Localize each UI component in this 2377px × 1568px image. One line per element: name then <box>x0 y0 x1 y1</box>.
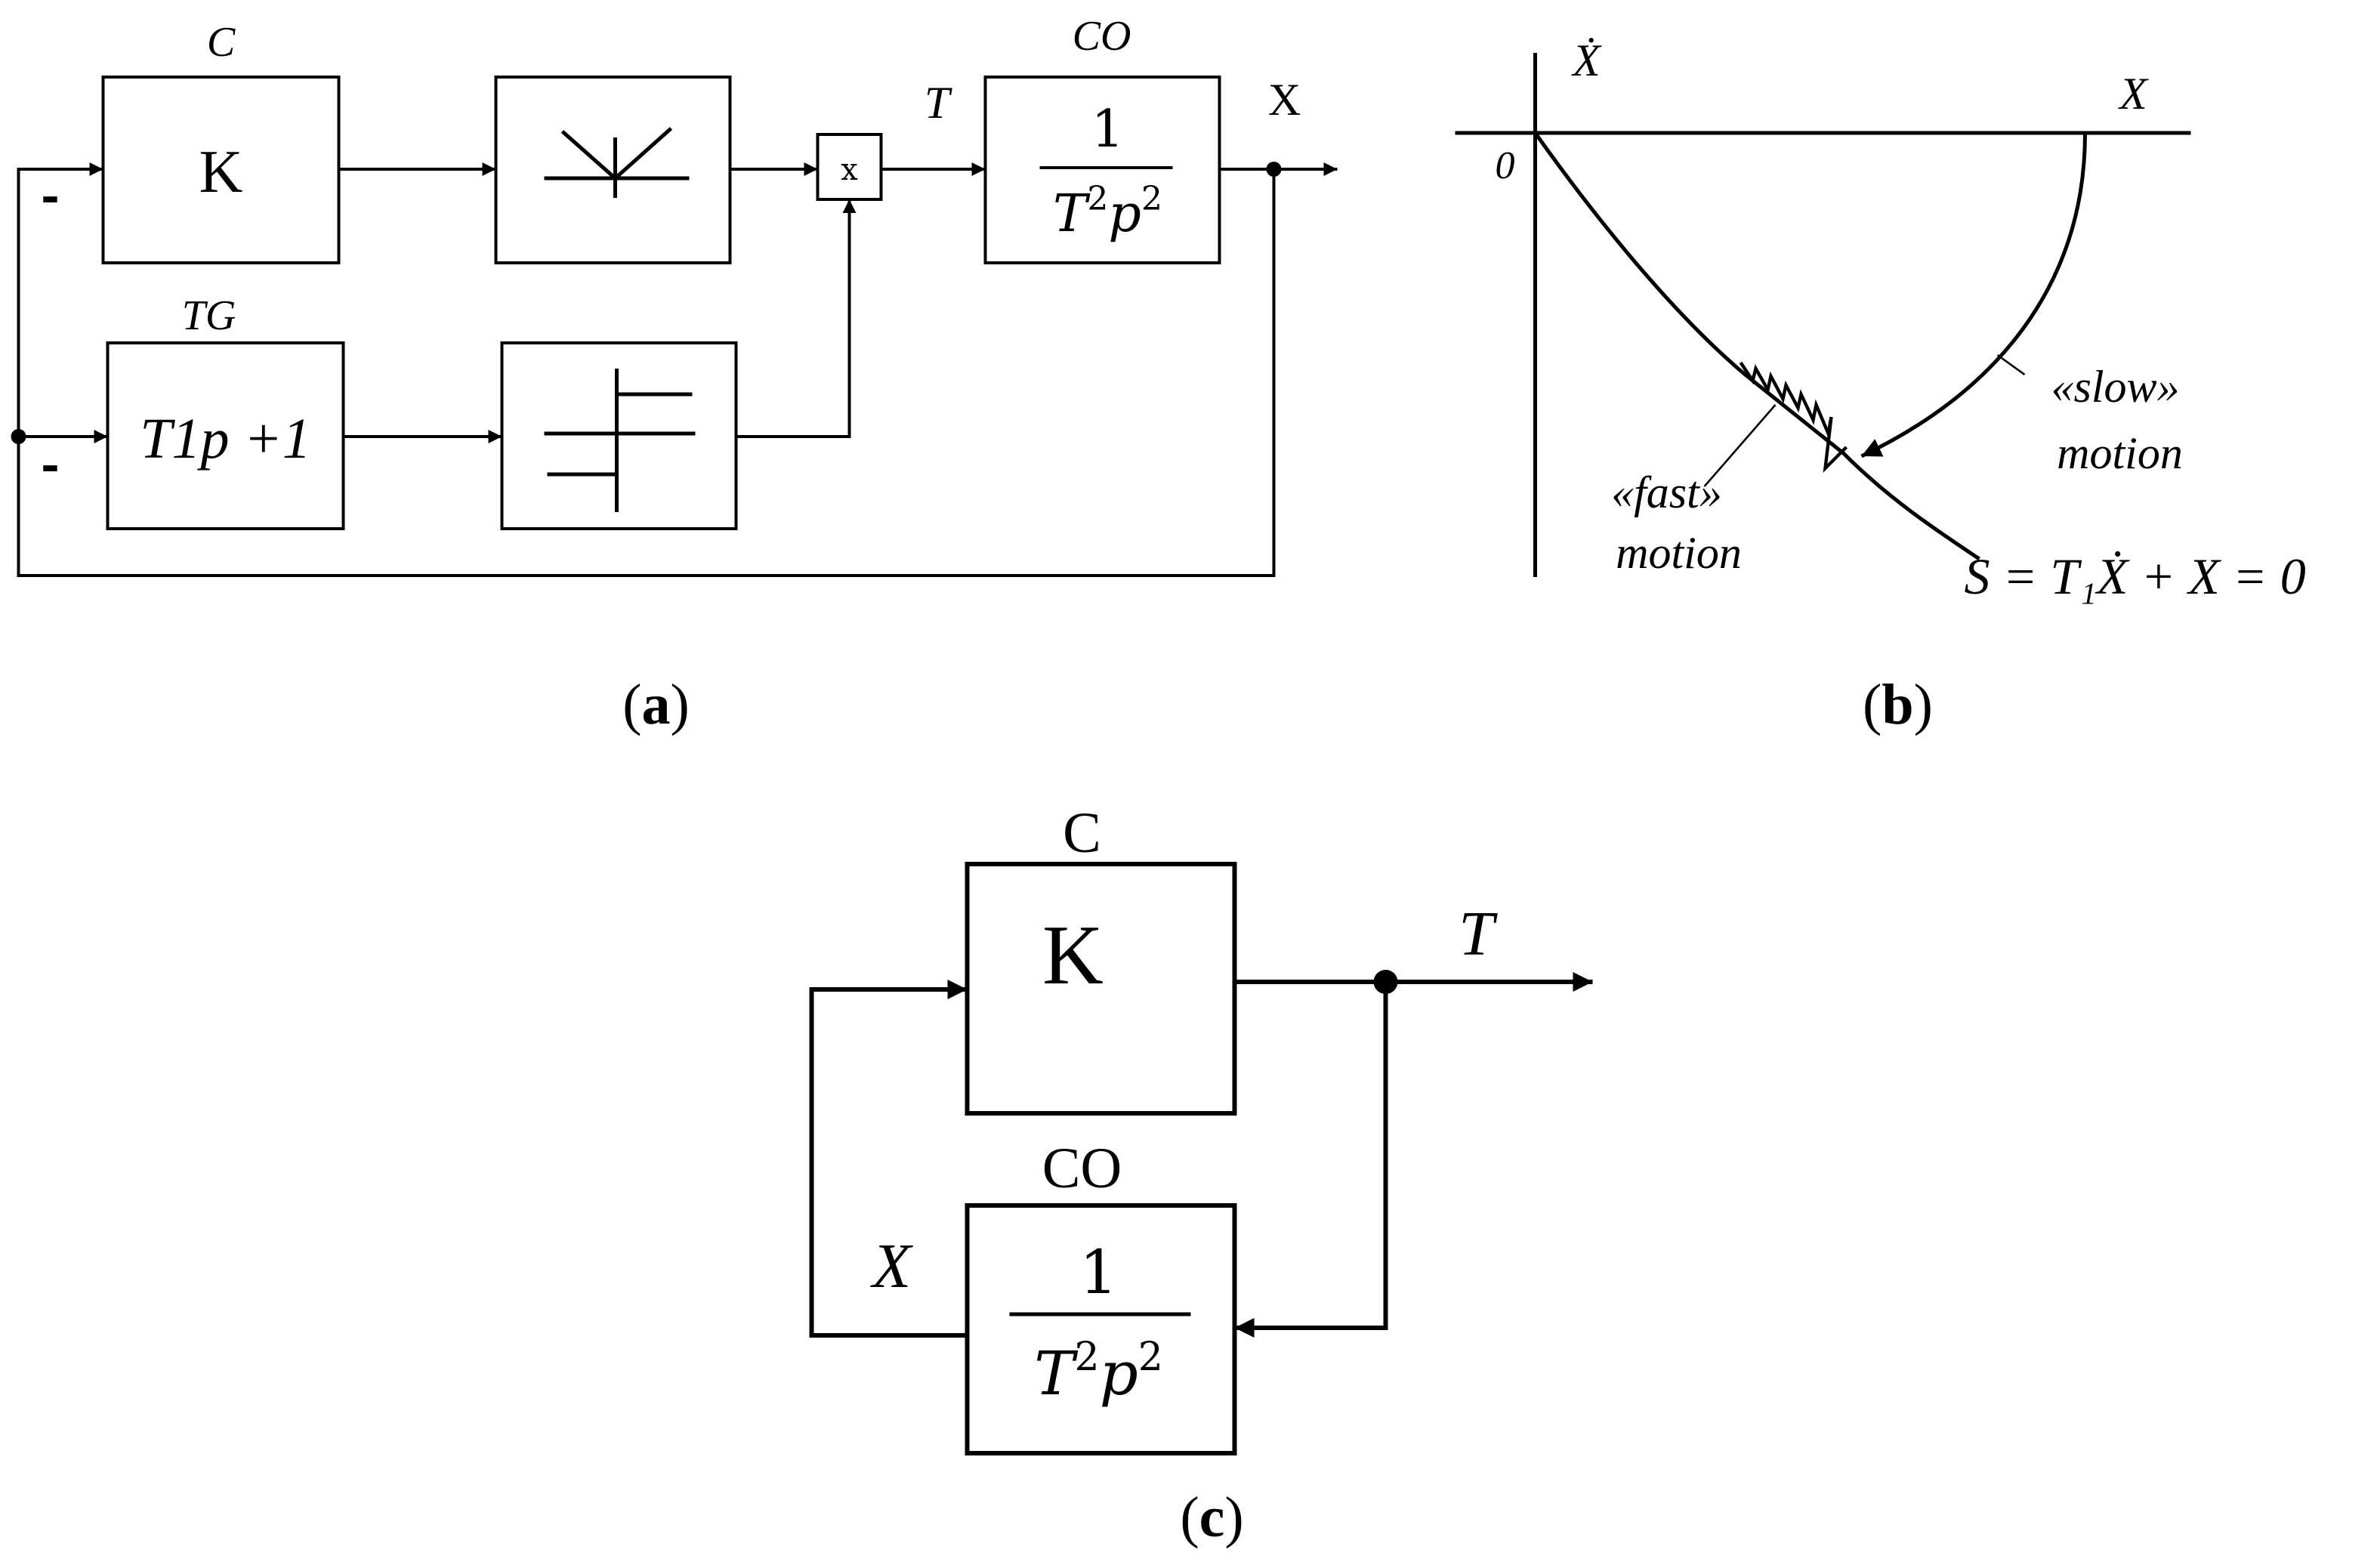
fast-motion-zigzag <box>1739 361 1848 474</box>
panel-c-labels: C K CO 1 T2p2 T X (c) <box>870 801 1498 1549</box>
signal-x-label-c: X <box>870 1231 914 1301</box>
junction-left-a <box>11 429 26 444</box>
block-c-label: C <box>207 19 236 66</box>
signal-t-label-c: T <box>1459 899 1498 969</box>
fast-motion-label-line2: motion <box>1616 528 1742 578</box>
caption-c: (c) <box>1180 1486 1243 1549</box>
block-co-numerator: 1 <box>1091 100 1124 159</box>
fast-motion-leader <box>1703 404 1777 487</box>
panel-a-block-diagram <box>17 76 1338 577</box>
relay-box <box>500 341 738 530</box>
wire-t-to-co <box>1234 982 1388 1338</box>
block-c-label-c: C <box>1063 801 1101 865</box>
wire-feedback-loop <box>17 162 1276 577</box>
caption-b: (b) <box>1863 673 1933 736</box>
panel-b-labels: Ẋ X 0 «slow» motion «fast» motion S = T₁… <box>1496 35 2306 736</box>
block-tg-content: T1p +1 <box>140 407 311 471</box>
block-c-content: K <box>199 139 243 205</box>
wire-x-feedback <box>809 980 968 1338</box>
slow-motion-label-line1: «slow» <box>2051 362 2179 412</box>
switching-line-curve <box>1533 131 1980 561</box>
block-co-denominator-c: T2p2 <box>1034 1335 1163 1409</box>
caption-a: (a) <box>622 673 690 736</box>
slow-motion-leader <box>1996 353 2026 376</box>
wire-relay-to-mult <box>736 199 857 438</box>
nonlinear-top-box <box>494 76 732 264</box>
junction-output-a <box>1266 162 1282 177</box>
panel-a-labels: C K x CO 1 T2p2 TG T1p +1 T X - - (a) <box>41 13 1301 736</box>
sign-minus-bottom: - <box>41 439 60 492</box>
block-co-numerator-c: 1 <box>1079 1237 1118 1307</box>
axis-y-label: Ẋ <box>1571 35 1602 85</box>
switching-surface-equation: S = T₁Ẋ + X = 0 <box>1965 548 2306 605</box>
abs-characteristic-icon <box>544 127 690 198</box>
signal-t-label: T <box>925 78 952 128</box>
panel-b-phase-plane <box>1455 53 2191 577</box>
origin-label: 0 <box>1496 144 1515 187</box>
sign-minus-top: - <box>41 170 60 223</box>
panel-c-block-diagram <box>809 862 1593 1455</box>
block-c-content-c: K <box>1042 909 1104 1002</box>
fast-motion-label-line1: «fast» <box>1611 468 1722 517</box>
multiplier-symbol: x <box>841 153 858 187</box>
block-co-label-c: CO <box>1042 1137 1122 1200</box>
axis-x-label: X <box>2118 69 2149 119</box>
block-co-label: CO <box>1073 13 1131 60</box>
relay-characteristic-icon <box>544 369 696 512</box>
slow-motion-label-line2: motion <box>2057 428 2183 478</box>
slow-motion-trajectory <box>1860 132 2087 458</box>
block-tg-label: TG <box>182 292 236 339</box>
block-co-denominator: T2p2 <box>1053 180 1162 244</box>
junction-output-c <box>1373 970 1398 994</box>
signal-x-label: X <box>1268 75 1301 125</box>
